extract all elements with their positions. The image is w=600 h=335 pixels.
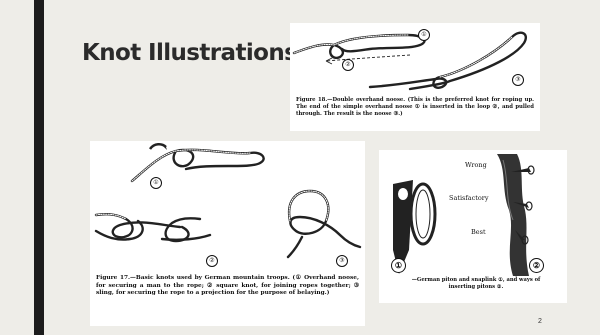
piton-rating-wrong: Wrong [465, 161, 487, 169]
piton-label-2: ② [529, 258, 544, 273]
double-overhand-noose-illustration [290, 23, 540, 97]
piton-figure-panel: Wrong Satisfactory Best ① ② —German pito… [379, 150, 567, 303]
piton-label-1: ① [391, 258, 406, 273]
figure-18-label-1: ① [418, 29, 430, 41]
figure-18-panel: ① ② ③ Figure 18.—Double overhand noose. … [290, 23, 540, 131]
slide-title: Knot Illustrations [82, 40, 297, 66]
figure-17-label-2: ② [206, 255, 218, 267]
figure-17-label-3: ③ [336, 255, 348, 267]
piton-caption: —German piton and snaplink ①, and ways o… [401, 277, 551, 291]
figure-17-panel: ① ② ③ Figure 17.—Basic knots used by Ger… [90, 141, 365, 326]
figure-17-label-1: ① [150, 177, 162, 189]
basic-knots-illustration [90, 141, 365, 273]
accent-bar [34, 0, 44, 335]
figure-18-caption: Figure 18.—Double overhand noose. (This … [296, 97, 534, 118]
figure-18-label-3: ③ [512, 74, 524, 86]
page-number: 2 [538, 318, 542, 325]
piton-rating-best: Best [471, 228, 486, 236]
figure-17-caption: Figure 17.—Basic knots used by German mo… [96, 275, 359, 298]
figure-18-label-2: ② [342, 59, 354, 71]
piton-rating-satisfactory: Satisfactory [449, 194, 489, 202]
